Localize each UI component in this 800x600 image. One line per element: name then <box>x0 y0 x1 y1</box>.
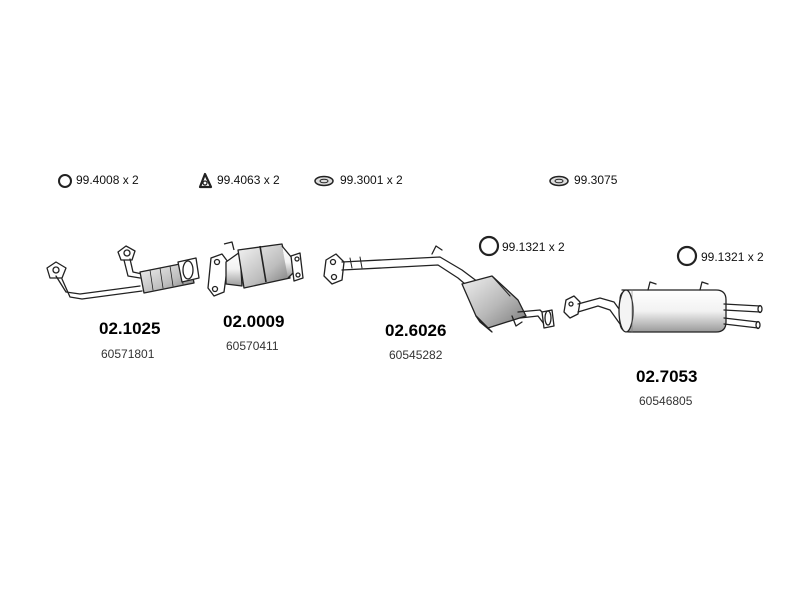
rear-silencer-oem-number: 60546805 <box>639 394 693 408</box>
hanger-rubber-icon <box>314 175 334 187</box>
hanger-rubber-label: 99.3001 x 2 <box>340 173 403 187</box>
rear-silencer-drawing <box>563 281 763 333</box>
ring-clamp-icon <box>58 174 72 188</box>
front-pipe-oem-number: 60571801 <box>101 347 155 361</box>
ring-seal-mid-label: 99.1321 x 2 <box>502 240 565 254</box>
middle-silencer-drawing <box>323 245 555 333</box>
ring-clamp-label: 99.4008 x 2 <box>76 173 139 187</box>
hanger-rubber-single-label: 99.3075 <box>574 173 618 187</box>
front-pipe-part-number: 02.1025 <box>99 319 161 338</box>
rear-silencer-part-number: 02.7053 <box>636 367 698 386</box>
hanger-rubber-single-icon <box>549 175 569 187</box>
catalytic-converter-part-number: 02.0009 <box>223 312 285 331</box>
front-pipe-drawing <box>46 245 200 300</box>
triangle-gasket-icon <box>198 172 213 189</box>
catalytic-converter-drawing <box>207 241 304 297</box>
ring-seal-rear-label: 99.1321 x 2 <box>701 250 764 264</box>
middle-silencer-part-number: 02.6026 <box>385 321 447 340</box>
catalytic-converter-oem-number: 60570411 <box>226 339 279 353</box>
triangle-gasket-label: 99.4063 x 2 <box>217 173 280 187</box>
ring-seal-mid-icon <box>478 235 500 257</box>
ring-seal-rear-icon <box>676 245 698 267</box>
middle-silencer-oem-number: 60545282 <box>389 348 443 362</box>
